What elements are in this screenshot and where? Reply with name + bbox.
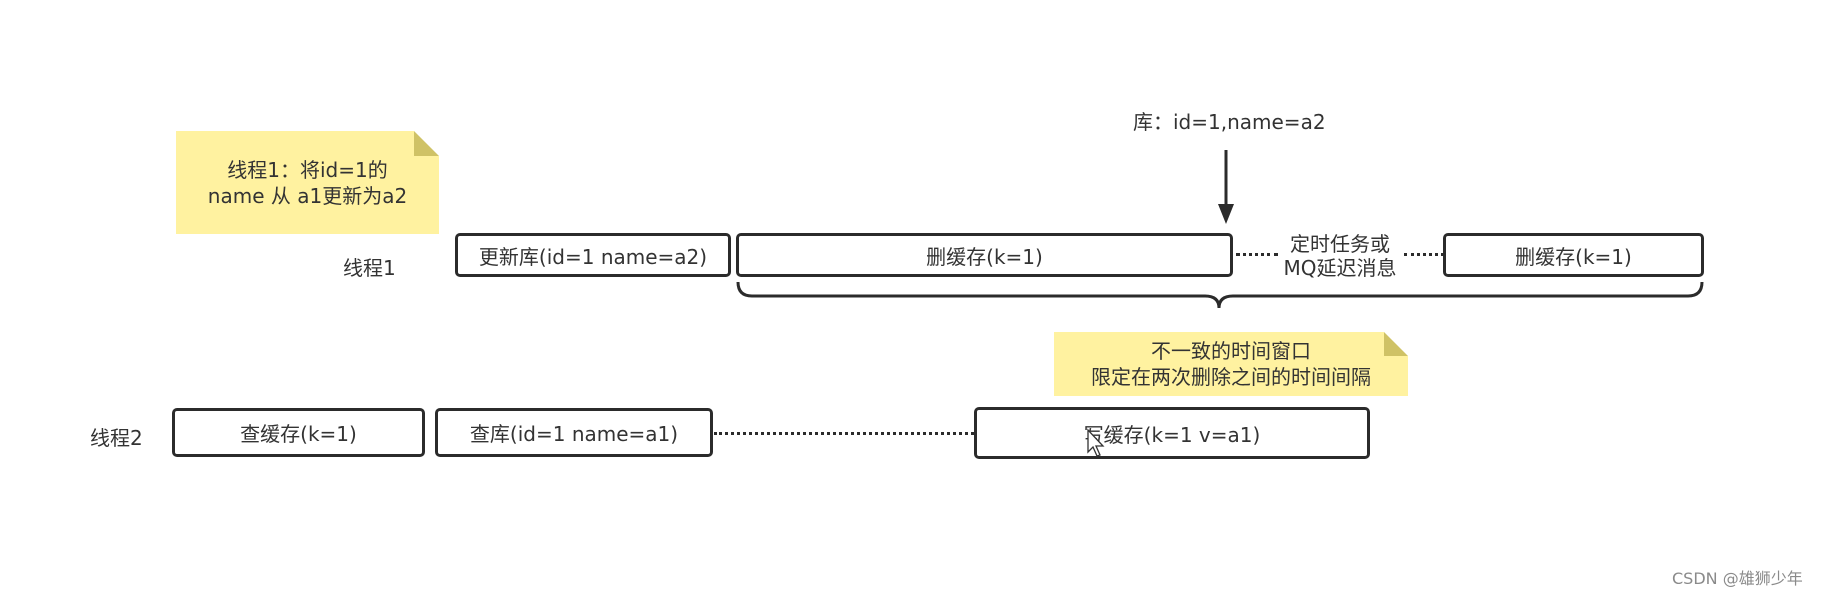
- window-note-line-1: 不一致的时间窗口: [1151, 339, 1311, 363]
- delay-line-1: 定时任务或: [1290, 232, 1390, 256]
- thread1-description-note: 线程1：将id=1的 name 从 a1更新为a2: [176, 131, 439, 234]
- inconsistency-window-note: 不一致的时间窗口 限定在两次删除之间的时间间隔: [1054, 332, 1408, 396]
- note-line-1: 线程1：将id=1的: [227, 157, 388, 182]
- write-cache-box: 写缓存(k=1 v=a1): [974, 407, 1370, 459]
- update-db-box: 更新库(id=1 name=a2): [455, 233, 731, 277]
- query-db-box: 查库(id=1 name=a1): [435, 408, 713, 457]
- delete-cache-box-1: 删缓存(k=1): [736, 233, 1233, 277]
- window-note-line-2: 限定在两次删除之间的时间间隔: [1091, 365, 1371, 389]
- note-fold-corner-2: [1384, 332, 1408, 356]
- note-line-2: name 从 a1更新为a2: [207, 183, 408, 208]
- delete-cache-text-1: 删缓存(k=1): [926, 244, 1043, 269]
- dotted-connector-1: [1236, 253, 1278, 256]
- write-cache-text: 写缓存(k=1 v=a1): [1083, 422, 1261, 447]
- thread2-label: 线程2: [90, 426, 143, 450]
- thread1-label: 线程1: [343, 256, 396, 280]
- inconsistency-brace: [736, 281, 1704, 309]
- query-cache-box: 查缓存(k=1): [172, 408, 425, 457]
- query-cache-text: 查缓存(k=1): [240, 422, 357, 446]
- db-state-label: 库：id=1,name=a2: [1133, 110, 1326, 134]
- delay-line-2: MQ延迟消息: [1283, 256, 1397, 280]
- dotted-connector-2: [1404, 253, 1444, 256]
- query-db-text: 查库(id=1 name=a1): [469, 422, 679, 446]
- delete-cache-box-2: 删缓存(k=1): [1443, 233, 1704, 277]
- note-fold-corner: [414, 131, 439, 156]
- arrow-head: [1218, 204, 1234, 224]
- watermark: CSDN @雄狮少年: [1672, 569, 1803, 588]
- dotted-connector-3: [714, 432, 974, 435]
- delay-mechanism-label: 定时任务或 MQ延迟消息: [1278, 232, 1402, 280]
- delete-cache-text-2: 删缓存(k=1): [1515, 244, 1632, 269]
- update-db-text: 更新库(id=1 name=a2): [478, 244, 708, 269]
